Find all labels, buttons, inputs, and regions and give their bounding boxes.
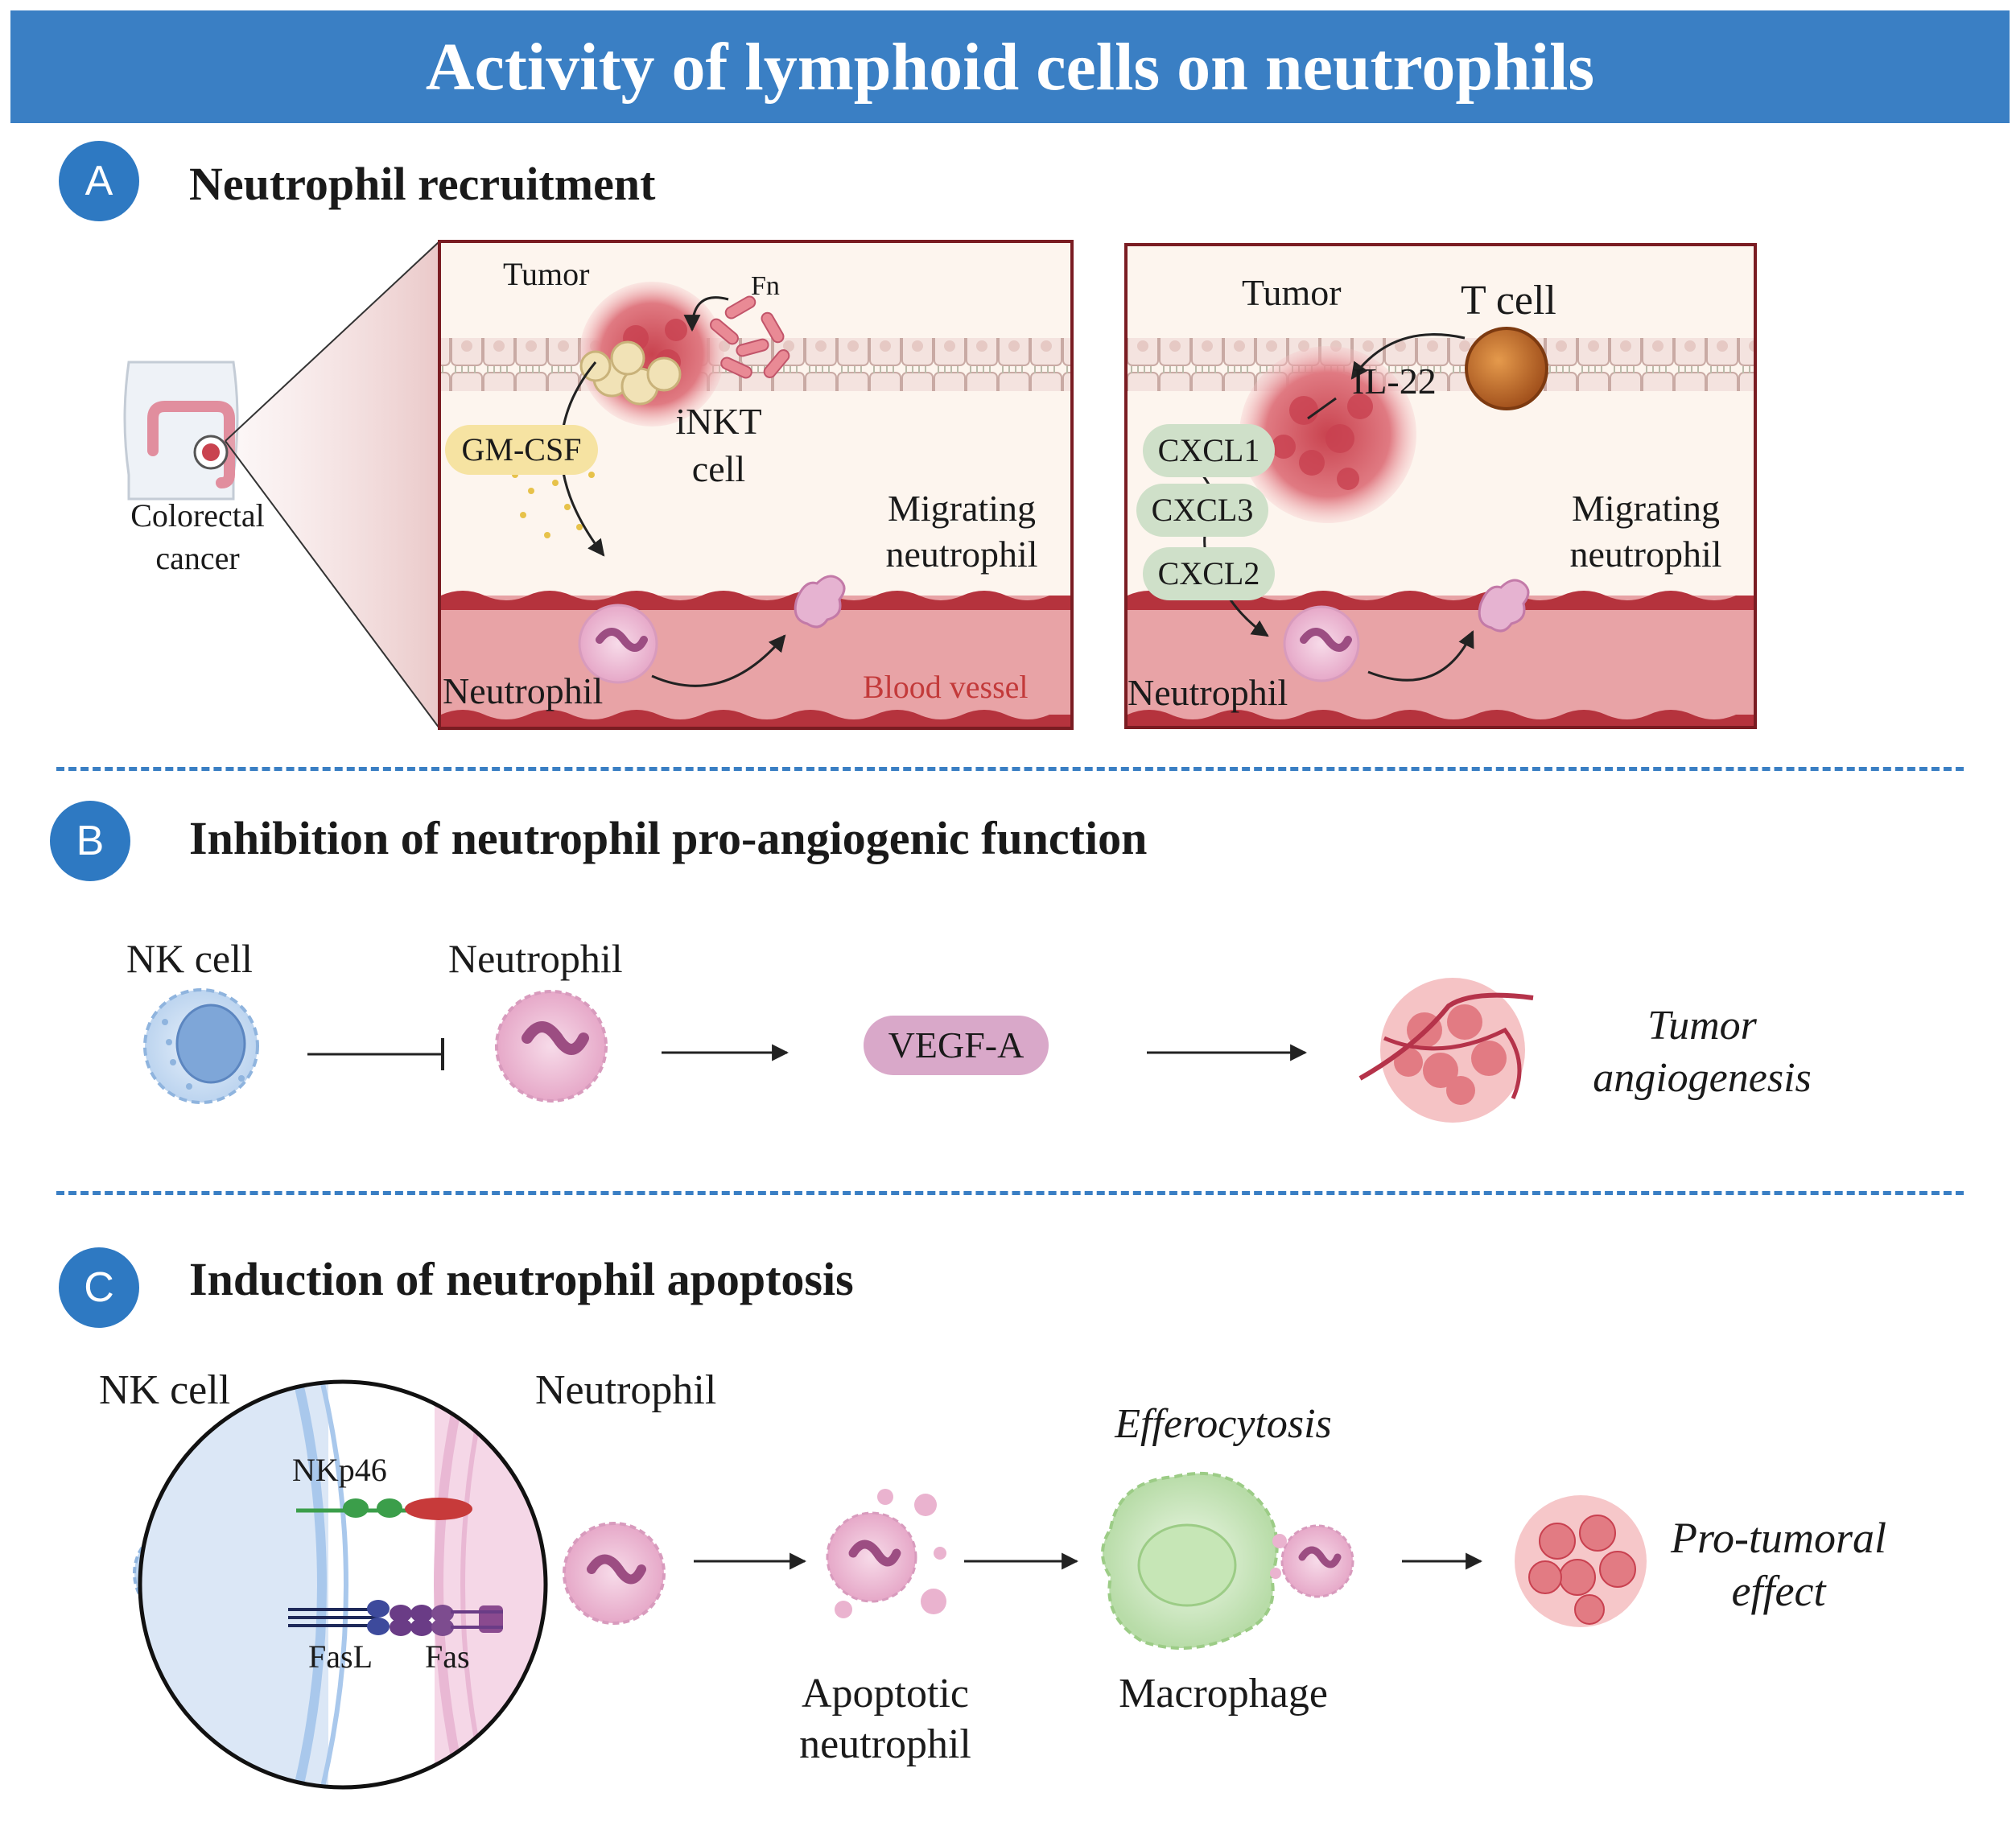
neutrophil-label-b: Neutrophil: [448, 936, 623, 981]
zoom-cone: [225, 241, 439, 728]
gmcsf-pill: GM-CSF: [445, 425, 598, 475]
fas-label: Fas: [425, 1638, 470, 1675]
neutrophil-label-a2: Neutrophil: [1128, 672, 1288, 713]
apoptotic-neutrophil-icon: [826, 1489, 946, 1618]
pro-tumoral-tumor-icon: [1515, 1495, 1647, 1627]
panel-a2: [1124, 243, 1757, 729]
migrating-neutrophil-a1: [794, 575, 846, 629]
t-cell-icon: [1465, 327, 1548, 410]
pro-tumoral-label-2: effect: [1731, 1567, 1826, 1615]
section-c-title: Induction of neutrophil apoptosis: [189, 1253, 854, 1305]
page-title: Activity of lymphoid cells on neutrophil…: [425, 29, 1595, 105]
inkt-label-2: cell: [691, 448, 746, 489]
section-b-title: Inhibition of neutrophil pro-angiogenic …: [189, 812, 1148, 864]
neutrophil-c-icon: [563, 1522, 666, 1625]
macrophage-label: Macrophage: [1119, 1671, 1328, 1717]
organ-label-1: Colorectal: [130, 497, 265, 534]
tumor-label-a2: Tumor: [1242, 272, 1342, 313]
apoptotic-label-2: neutrophil: [799, 1721, 971, 1767]
neutrophil-label-c: Neutrophil: [535, 1367, 717, 1413]
migrating-label-a1-2: neutrophil: [885, 534, 1038, 575]
cxcl3-pill: CXCL3: [1136, 484, 1268, 537]
section-c-badge: C: [59, 1247, 139, 1328]
fn-bacteria: [710, 295, 790, 379]
title-banner: Activity of lymphoid cells on neutrophil…: [10, 10, 2010, 123]
migrating-label-a2-1: Migrating: [1572, 488, 1720, 529]
migrating-neutrophil-a2: [1478, 579, 1530, 633]
il22-label: IL-22: [1352, 361, 1437, 402]
angiogenesis-label-2: angiogenesis: [1593, 1055, 1812, 1101]
tumor-angiogenesis-icon: [1358, 978, 1534, 1123]
cxcl2-pill: CXCL2: [1143, 547, 1275, 600]
panel-a1: [438, 240, 1074, 730]
neutrophil-label-a1: Neutrophil: [443, 670, 604, 711]
nk-cell-b-icon: [143, 988, 259, 1104]
colorectal-body-icon: [123, 361, 239, 501]
nkp46-label: NKp46: [292, 1452, 387, 1488]
vegfa-pill: [864, 1016, 1049, 1075]
tumor-label-a1: Tumor: [503, 256, 590, 292]
tcell-label: T cell: [1461, 278, 1556, 324]
fasl-label: FasL: [308, 1638, 373, 1675]
nk-cell-label-b: NK cell: [126, 936, 253, 981]
section-b-badge: B: [50, 801, 130, 881]
pro-tumoral-label-1: Pro-tumoral: [1671, 1514, 1886, 1562]
divider-1: [56, 767, 1964, 771]
cxcl1-pill: CXCL1: [1143, 424, 1275, 477]
nkp46-receptor: [296, 1498, 472, 1520]
migrating-label-a2-2: neutrophil: [1569, 534, 1722, 575]
efferocytosis-label: Efferocytosis: [1115, 1401, 1332, 1447]
macrophage-icon: [1101, 1471, 1354, 1650]
blood-vessel-label: Blood vessel: [863, 669, 1029, 705]
angiogenesis-label-1: Tumor: [1647, 1003, 1757, 1049]
divider-2: [56, 1191, 1964, 1195]
organ-label-2: cancer: [155, 540, 240, 576]
neutrophil-b-icon: [495, 990, 608, 1103]
fasl-fas-pair: [288, 1600, 503, 1636]
inkt-label-1: iNKT: [675, 401, 762, 442]
apoptotic-label-1: Apoptotic: [802, 1671, 969, 1717]
nk-cell-label-c: NK cell: [99, 1367, 231, 1413]
neutrophil-a1: [578, 604, 658, 684]
migrating-label-a1-1: Migrating: [888, 488, 1036, 529]
section-a-title: Neutrophil recruitment: [189, 158, 656, 210]
vegfa-label: VEGF-A: [888, 1024, 1024, 1065]
fn-label: Fn: [751, 271, 780, 301]
neutrophil-a2: [1283, 605, 1360, 682]
section-a-badge: A: [59, 141, 139, 221]
